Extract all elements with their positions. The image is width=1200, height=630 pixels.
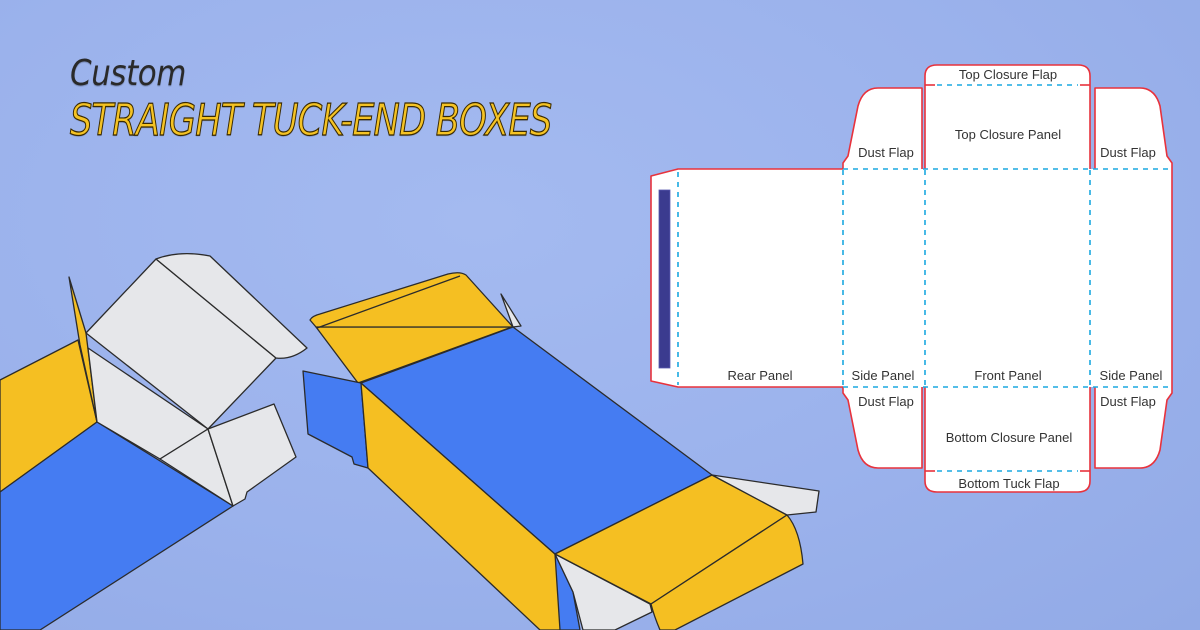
label-front-panel: Front Panel [974,368,1041,383]
label-bottom-tuck-flap: Bottom Tuck Flap [958,476,1059,491]
label-side-panel-right: Side Panel [1100,368,1163,383]
center-box-illustration [302,272,820,630]
center-box-grey-flap-top [500,293,522,328]
dieline: Top Closure Flap Top Closure Panel Dust … [650,64,1173,493]
label-top-closure-panel: Top Closure Panel [955,127,1061,142]
center-box-yellow-tuck [309,272,514,328]
title-block: Custom STRAIGHT TUCK-END BOXES [70,52,672,146]
label-rear-panel: Rear Panel [727,368,792,383]
label-side-panel-left: Side Panel [852,368,915,383]
label-bottom-closure-panel: Bottom Closure Panel [946,430,1073,445]
title-straight-tuck-end-boxes: STRAIGHT TUCK-END BOXES [70,95,553,146]
left-box-grey-dust-flap [207,403,297,507]
label-top-closure-flap: Top Closure Flap [959,67,1057,82]
left-box-illustration [0,252,308,630]
center-box-blue-dust-flap [302,370,369,469]
label-dust-flap-top-right: Dust Flap [1100,145,1156,160]
dieline-cut-lines [650,64,1173,493]
title-custom: Custom [70,53,187,94]
label-dust-flap-bottom-left: Dust Flap [858,394,914,409]
left-box-blue-front [0,421,234,630]
center-box-grey-flap-right [711,474,820,516]
left-box-grey-tuck-flap [155,252,308,359]
center-box-yellow-tuck-bottom [650,514,804,630]
label-dust-flap-bottom-right: Dust Flap [1100,394,1156,409]
glue-strip [658,189,671,369]
dieline-fold-lines [677,84,1172,472]
label-dust-flap-top-left: Dust Flap [858,145,914,160]
